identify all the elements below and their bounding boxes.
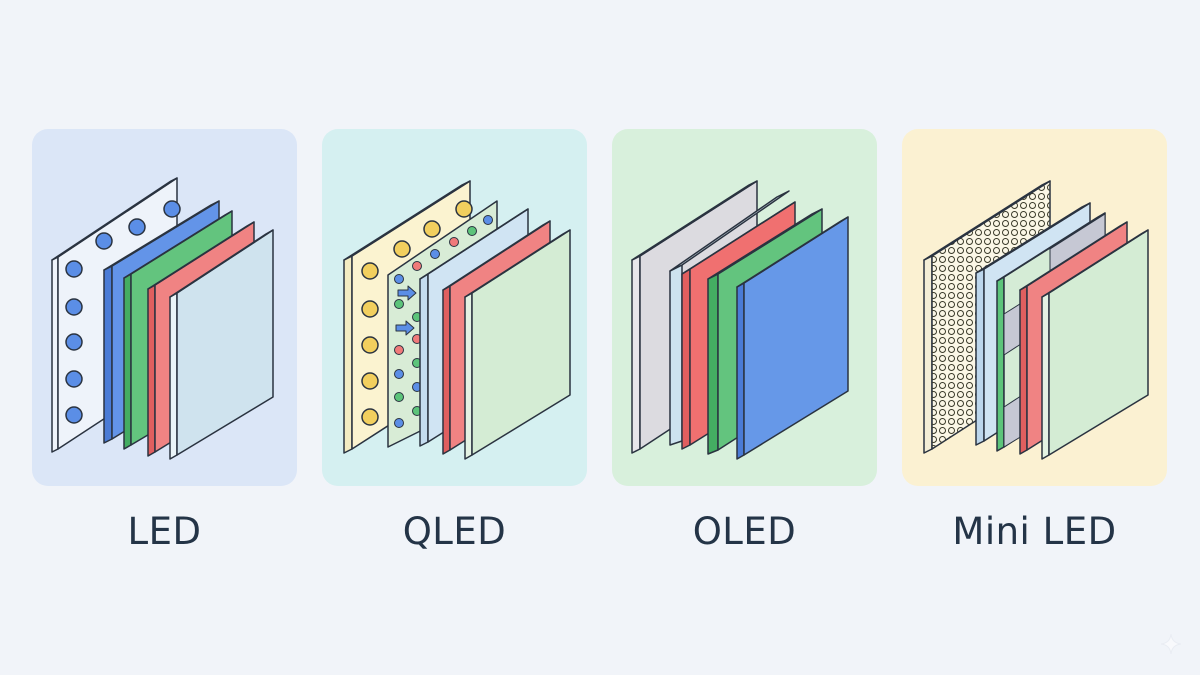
- oled-layer-diagram: [631, 180, 849, 460]
- panel-led: [32, 129, 297, 486]
- label-qled: QLED: [402, 510, 507, 553]
- miniled-layer-diagram: [923, 180, 1149, 460]
- sparkle-icon: [1160, 633, 1182, 655]
- label-miniled: Mini LED: [952, 510, 1117, 553]
- led-layer-diagram: [51, 177, 274, 460]
- panel-oled: [612, 129, 877, 486]
- label-led: LED: [127, 510, 202, 553]
- label-oled: OLED: [692, 510, 797, 553]
- panel-miniled: [902, 129, 1167, 486]
- qled-layer-diagram: [343, 180, 571, 460]
- panel-qled: [322, 129, 587, 486]
